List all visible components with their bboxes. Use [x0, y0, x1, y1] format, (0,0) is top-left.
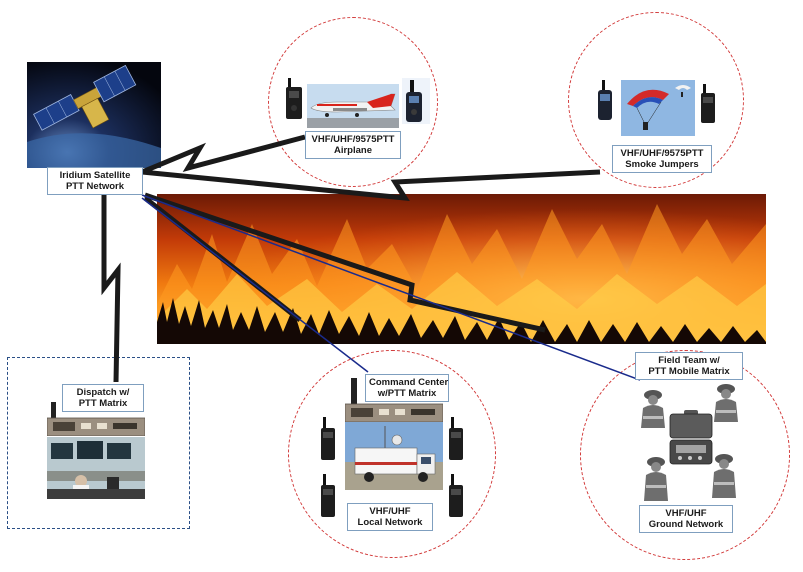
airplane-radio [285, 78, 303, 120]
local-label-line1: VHF/UHF [369, 506, 411, 517]
link-dispatch [101, 180, 121, 383]
command-truck-icon [345, 422, 443, 490]
wildfire-image [157, 194, 766, 344]
field-team-label: Field Team w/ PTT Mobile Matrix [635, 352, 743, 380]
handheld-radio-icon [321, 474, 335, 517]
iridium-label-line1: Iridium Satellite [59, 170, 131, 181]
dispatch-label-line1: Dispatch w/ [76, 387, 130, 398]
handheld-radio-icon [286, 78, 302, 119]
mobile-matrix-case-icon [669, 410, 713, 465]
link-command-line [141, 197, 369, 373]
ptt-matrix-device-icon [345, 378, 443, 422]
smoke-satphone [597, 80, 613, 122]
iridium-label-line2: PTT Network [65, 181, 125, 192]
parachute-image [621, 80, 695, 136]
command-ptt-matrix [345, 378, 443, 422]
airplane-image [307, 84, 399, 128]
command-radio-3 [448, 417, 464, 461]
dispatch-frame [7, 357, 190, 529]
mobile-matrix-case [668, 410, 714, 466]
handheld-radio-icon [449, 417, 463, 460]
dispatch-label: Dispatch w/ PTT Matrix [62, 384, 144, 412]
command-radio-4 [448, 474, 464, 518]
handheld-radio-icon [701, 84, 715, 123]
airplane-label-line1: VHF/UHF/9575PTT [311, 134, 395, 145]
handheld-radio-icon [321, 417, 335, 460]
firefighter-icon [712, 454, 736, 498]
smoke-radio [700, 84, 716, 124]
dispatch-room-image [47, 437, 145, 499]
link-airplane [141, 134, 306, 175]
field-team-circle [580, 350, 790, 560]
ground-label-line1: VHF/UHF [665, 508, 707, 519]
iridium-label: Iridium Satellite PTT Network [47, 167, 143, 195]
satellite-image [27, 62, 161, 168]
dispatch-ptt-matrix [47, 402, 145, 436]
satellite-icon [27, 62, 161, 168]
satellite-phone-icon [598, 80, 612, 120]
ground-network-label: VHF/UHF Ground Network [639, 505, 733, 533]
ptt-matrix-device-icon [47, 402, 145, 436]
firefighter-icon [641, 390, 665, 428]
satellite-phone-icon [402, 78, 430, 124]
field-label-line2: PTT Mobile Matrix [648, 366, 730, 377]
firefighter-2 [710, 382, 742, 422]
local-label-line2: Local Network [357, 517, 423, 528]
command-radio-2 [320, 474, 336, 518]
dispatch-label-line2: PTT Matrix [78, 398, 128, 409]
smoke-jumpers-label: VHF/UHF/9575PTT Smoke Jumpers [612, 145, 712, 173]
firefighter-1 [637, 388, 669, 428]
firefighter-3 [640, 455, 672, 501]
link-field-lightning [144, 192, 546, 333]
dispatch-room-icon [47, 437, 145, 499]
firefighter-4 [708, 452, 740, 498]
link-field-line [141, 194, 641, 381]
handheld-radio-icon [449, 474, 463, 517]
smoke-jumpers-circle [568, 12, 744, 188]
local-network-label: VHF/UHF Local Network [347, 503, 433, 531]
airplane-circle [268, 17, 438, 187]
airplane-label-line2: Airplane [333, 145, 372, 156]
firefighter-icon [644, 457, 668, 501]
command-center-circle [288, 350, 496, 558]
command-center-label: Command Center w/PTT Matrix [365, 374, 449, 402]
airplane-satphone [402, 78, 430, 124]
smoke-label-line2: Smoke Jumpers [625, 159, 699, 170]
airplane-icon [307, 84, 399, 128]
parachute-icon [621, 80, 695, 136]
command-radio-1 [320, 417, 336, 461]
airplane-label: VHF/UHF/9575PTT Airplane [305, 131, 401, 159]
command-label-line1: Command Center [369, 377, 449, 388]
smoke-label-line1: VHF/UHF/9575PTT [620, 148, 704, 159]
firefighter-icon [714, 384, 738, 422]
command-label-line2: w/PTT Matrix [377, 388, 437, 399]
command-truck-image [345, 422, 443, 490]
field-label-line1: Field Team w/ [658, 355, 720, 366]
link-smoke-jumpers [141, 169, 601, 201]
ground-label-line2: Ground Network [648, 519, 724, 530]
